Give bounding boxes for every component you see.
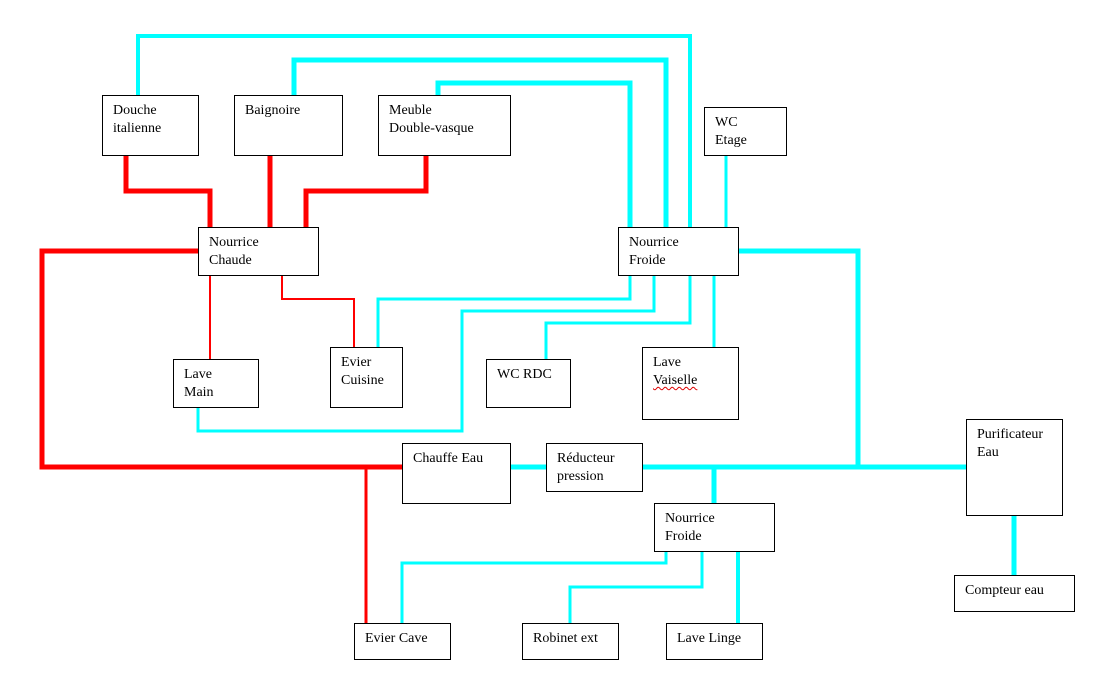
pipe-hot-meuble <box>303 155 429 227</box>
label: Lave <box>184 367 212 382</box>
pipe-cold-lave-main <box>196 275 656 433</box>
pipe-cold-baignoire <box>291 57 669 227</box>
pipe-cold-robinet-ext <box>568 551 704 623</box>
node-reducteur-pression: Réducteur pression <box>546 443 643 492</box>
label: Chauffe Eau <box>413 451 484 466</box>
label: Chaude <box>209 253 252 268</box>
label: Meuble <box>389 103 432 118</box>
label: Lave Linge <box>677 631 742 646</box>
label: Compteur eau <box>965 583 1044 598</box>
label: Réducteur <box>557 451 615 466</box>
label: Froide <box>629 253 666 268</box>
node-compteur-eau: Compteur eau <box>954 575 1075 612</box>
label: Main <box>184 385 214 400</box>
label: WC <box>715 115 738 130</box>
node-wc-rdc: WC RDC <box>486 359 571 408</box>
label: Purificateur <box>977 427 1044 442</box>
node-baignoire: Baignoire <box>234 95 343 156</box>
label: Evier <box>341 355 372 370</box>
label: Evier Cave <box>365 631 428 646</box>
pipe-cold-evier-cuisine <box>376 275 632 347</box>
label: Nourrice <box>629 235 679 250</box>
label: italienne <box>113 121 162 136</box>
pipe-cold-wc-rdc <box>544 275 692 359</box>
pipe-hot-evier-cuisine <box>281 275 355 347</box>
pipe-hot-main <box>39 248 402 470</box>
label: WC RDC <box>497 367 552 382</box>
pipe-cold-feed-nourrice <box>738 248 861 467</box>
label: Eau <box>977 445 999 460</box>
label: pression <box>557 469 604 484</box>
node-robinet-ext: Robinet ext <box>522 623 619 660</box>
node-lave-linge: Lave Linge <box>666 623 763 660</box>
label: Lave <box>653 355 681 370</box>
label: Cuisine <box>341 373 384 388</box>
pipe-cold-meuble <box>435 80 633 227</box>
pipe-cold-evier-cave <box>400 551 668 623</box>
label: Froide <box>665 529 702 544</box>
label: Nourrice <box>209 235 259 250</box>
label: Nourrice <box>665 511 715 526</box>
pipe-hot-douche <box>123 155 213 227</box>
label: Robinet ext <box>533 631 598 646</box>
label: Baignoire <box>245 103 301 118</box>
label: Double-vasque <box>389 121 474 136</box>
node-douche-italienne: Douche italienne <box>102 95 199 156</box>
label: Douche <box>113 103 157 118</box>
node-chauffe-eau: Chauffe Eau <box>402 443 511 504</box>
pipe-cold-douche <box>136 34 692 227</box>
node-evier-cave: Evier Cave <box>354 623 451 660</box>
node-wc-etage: WC Etage <box>704 107 787 156</box>
label: Vaiselle <box>653 373 698 388</box>
label: Etage <box>715 133 747 148</box>
